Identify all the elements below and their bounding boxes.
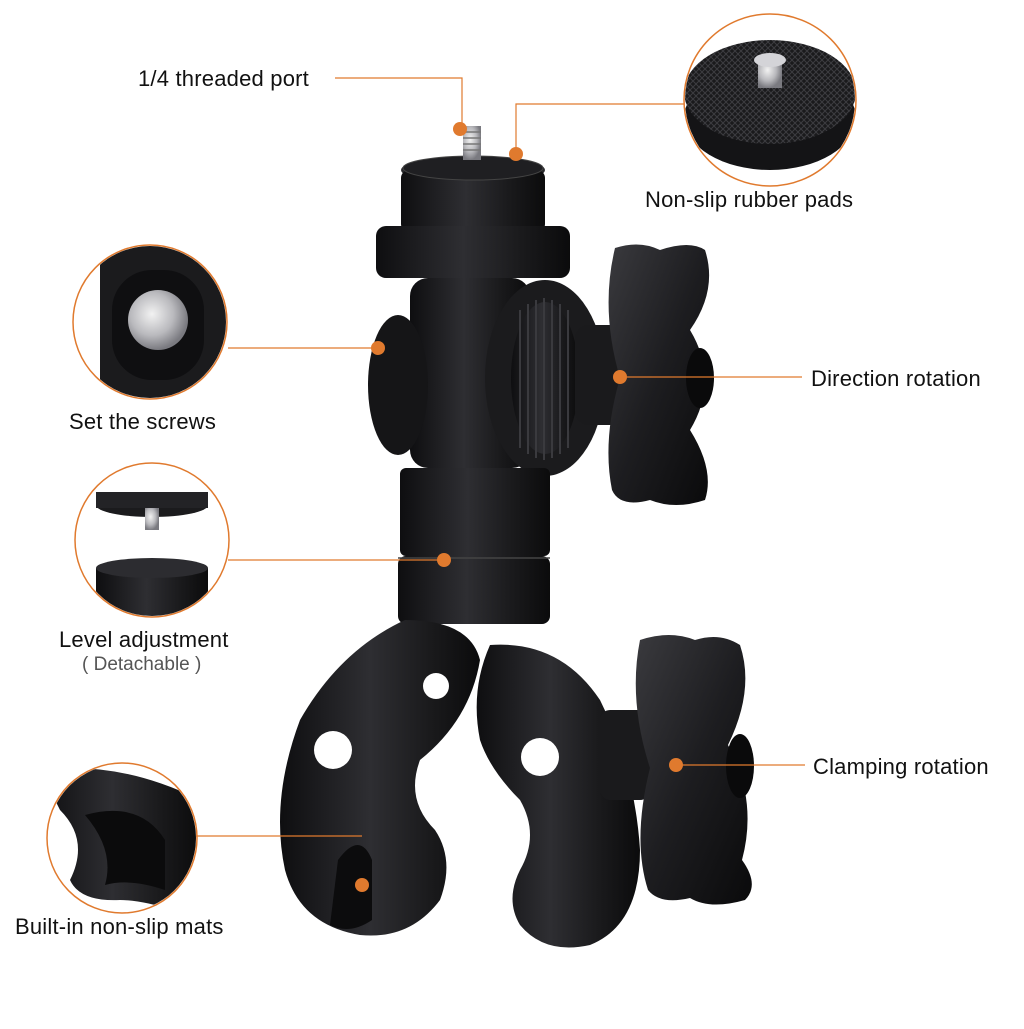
label-level-adjustment: Level adjustment — [59, 627, 229, 652]
camera-clamp-mount — [280, 126, 754, 948]
label-non-slip-mats: Built-in non-slip mats — [15, 914, 224, 939]
detail-level-adjustment — [74, 462, 230, 618]
callout-leaders — [196, 77, 805, 837]
callout-dots — [355, 122, 683, 892]
label-clamping-rotation: Clamping rotation — [813, 754, 989, 779]
label-set-screws: Set the screws — [69, 409, 217, 434]
label-threaded-port: 1/4 threaded port — [138, 66, 309, 91]
detail-rubber-pad — [683, 13, 857, 187]
label-detachable: ( Detachable ) — [82, 654, 202, 675]
label-direction-rotation: Direction rotation — [811, 366, 981, 391]
detail-set-screws — [72, 244, 228, 400]
label-rubber-pads: Non-slip rubber pads — [645, 187, 854, 212]
detail-non-slip-mats — [46, 762, 198, 914]
